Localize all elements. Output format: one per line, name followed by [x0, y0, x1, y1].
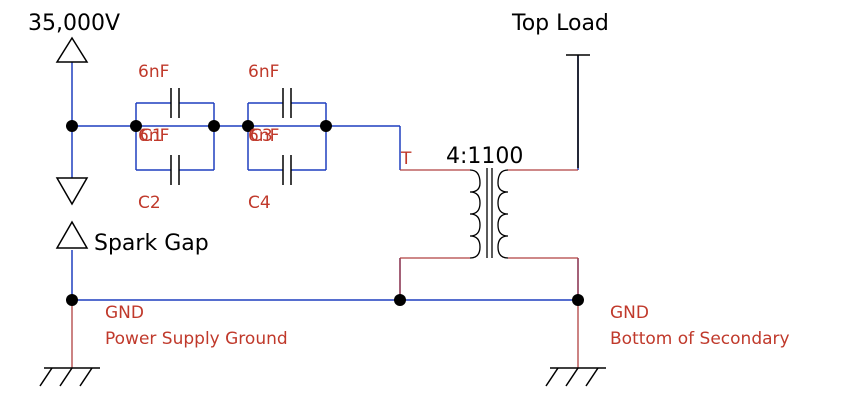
transformer-leads: [399, 169, 579, 300]
top-load-symbol: [566, 54, 590, 168]
secondary-coil: [497, 169, 509, 259]
transformer: [469, 168, 509, 259]
gnd-right-label: GND: [610, 303, 649, 323]
spark-gap-label: Spark Gap: [94, 231, 209, 256]
terminal-t-label: T: [400, 149, 412, 169]
junction-dot: [66, 294, 78, 306]
cap-c2-value-label: 6nF: [138, 126, 169, 146]
junction-dot: [572, 294, 584, 306]
capacitor-plates: [170, 88, 292, 185]
cap-c4-ref-label: C4: [248, 193, 271, 213]
cap-c4-value-label: 6nF: [248, 126, 279, 146]
junction-dot: [130, 120, 142, 132]
cap-c1-value-label: 6nF: [138, 62, 169, 82]
junction-dot: [242, 120, 254, 132]
junction-dot: [320, 120, 332, 132]
ground-right-symbol: [545, 300, 606, 387]
wires: [71, 55, 579, 301]
cap-c2-ref-label: C2: [138, 193, 161, 213]
junction-dot: [66, 120, 78, 132]
junction-dot: [394, 294, 406, 306]
cap-c1-ref-label: C1: [140, 126, 163, 146]
gnd-left-description: Power Supply Ground: [105, 329, 288, 349]
top-load-label: Top Load: [511, 11, 609, 36]
gnd-right-description: Bottom of Secondary: [610, 329, 790, 349]
junctions: [66, 120, 584, 306]
cap-c3-ref-label: C3: [250, 126, 273, 146]
voltage-label: 35,000V: [28, 11, 120, 36]
voltage-source-symbol: [55, 36, 89, 63]
ground-left-symbol: [39, 300, 100, 387]
turns-ratio-label: 4:1100: [446, 144, 523, 169]
spark-gap-symbol: [55, 177, 89, 249]
primary-coil: [469, 169, 481, 259]
cap-c3-value-label: 6nF: [248, 62, 279, 82]
gnd-left-label: GND: [105, 303, 144, 323]
junction-dot: [208, 120, 220, 132]
